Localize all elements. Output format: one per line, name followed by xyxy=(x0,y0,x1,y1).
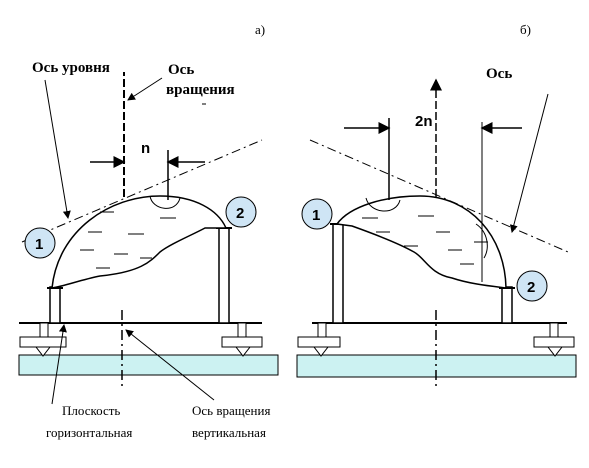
svg-text:1: 1 xyxy=(35,236,43,253)
panel-b-end-arc xyxy=(475,223,488,259)
svg-text:2: 2 xyxy=(527,279,535,296)
panel-b-bubble-arc xyxy=(365,197,401,212)
panel-a-offset-label: n xyxy=(141,140,150,157)
panel-a-marker-1: 1 xyxy=(24,227,56,259)
panel-a-rotation-axis-label-1: Ось xyxy=(168,62,194,78)
panel-a-screw-right xyxy=(221,322,263,357)
panel-a-rotation-axis-label-2: вращения xyxy=(166,82,235,98)
panel-a-vertical-axis-label-2: вертикальная xyxy=(192,425,266,440)
panel-a-plane-label-2: горизонтальная xyxy=(46,425,132,440)
panel-a-base-slab xyxy=(18,354,279,376)
panel-a-liquid-lines xyxy=(80,211,176,269)
panel-b-level-axis xyxy=(309,139,569,253)
panel-a-level-axis xyxy=(21,139,263,243)
panel-a-screw-left xyxy=(19,322,67,357)
panel-b: б) xyxy=(296,22,577,388)
panel-b-vial xyxy=(335,195,507,289)
panel-b-screw-left xyxy=(297,322,341,357)
panel-a-vertical-axis-label-1: Ось вращения xyxy=(192,403,270,418)
panel-a-plane-label-1: Плоскость xyxy=(62,403,120,418)
panel-a-leg-left xyxy=(49,286,61,324)
panel-a-vial xyxy=(51,195,228,289)
svg-text:2: 2 xyxy=(236,205,244,222)
panel-b-marker-1: 1 xyxy=(301,198,333,230)
panel-b-screw-right xyxy=(533,322,575,357)
panel-a-marker-2: 2 xyxy=(225,196,257,228)
panel-b-tag: б) xyxy=(520,22,531,37)
panel-b-liquid-lines xyxy=(362,215,488,265)
panel-a-tag: а) xyxy=(255,22,265,37)
panel-b-axis-label: Ось xyxy=(486,66,512,82)
panel-b-leg-left xyxy=(332,223,344,324)
svg-text:1: 1 xyxy=(312,207,320,224)
panel-a-bubble-arc xyxy=(149,195,181,209)
panel-a: а) xyxy=(18,22,279,440)
panel-b-marker-2: 2 xyxy=(516,270,548,302)
panel-b-leg-right xyxy=(501,286,513,324)
panel-b-offset-label: 2n xyxy=(415,113,433,130)
panel-a-leg-right xyxy=(218,227,230,324)
panel-a-level-axis-label: Ось уровня xyxy=(32,60,110,76)
